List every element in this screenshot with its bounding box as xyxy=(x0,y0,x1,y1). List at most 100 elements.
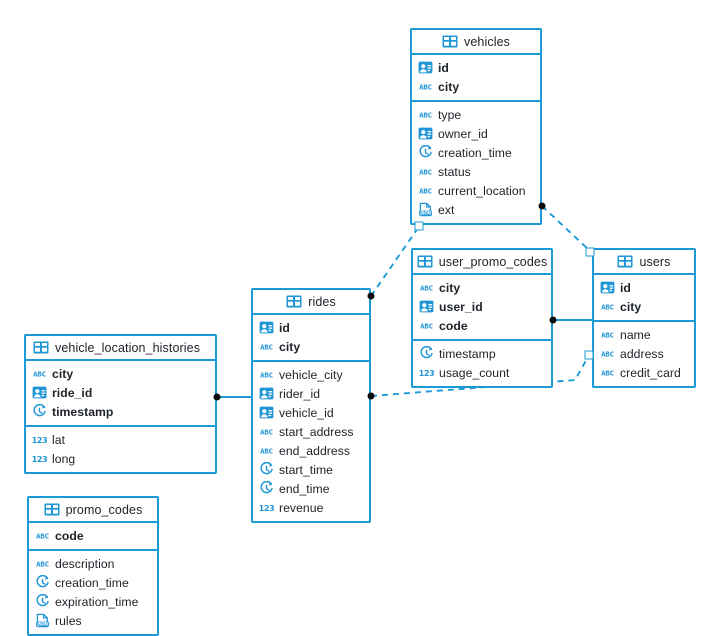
edge-endpoint-dot xyxy=(213,393,221,401)
edge-endpoint-square xyxy=(585,247,595,257)
person-badge-icon xyxy=(419,299,434,314)
field-row[interactable]: creation_time xyxy=(412,143,540,162)
svg-text:ABC: ABC xyxy=(419,187,432,196)
clock-icon xyxy=(419,346,434,361)
person-badge-icon xyxy=(600,280,615,295)
123-icon: 123 xyxy=(259,500,274,515)
svg-text:ABC: ABC xyxy=(33,370,46,379)
abc-icon: ABC xyxy=(600,327,615,342)
field-name: end_address xyxy=(279,443,351,458)
table-header[interactable]: vehicles xyxy=(412,30,540,55)
svg-text:ABC: ABC xyxy=(260,447,273,456)
field-row[interactable]: end_time xyxy=(253,479,369,498)
field-row[interactable]: id xyxy=(412,58,540,77)
edge-endpoint-square xyxy=(414,221,424,231)
svg-text:ABC: ABC xyxy=(420,322,433,331)
field-name: rules xyxy=(55,613,82,628)
field-name: id xyxy=(620,280,631,295)
field-name: current_location xyxy=(438,183,526,198)
edge-vehicles-users[interactable] xyxy=(541,205,590,251)
field-name: usage_count xyxy=(439,365,510,380)
field-row[interactable]: id xyxy=(253,318,369,337)
field-row[interactable]: ride_id xyxy=(26,383,215,402)
table-title: rides xyxy=(308,294,336,309)
table-header[interactable]: rides xyxy=(253,290,369,315)
field-row[interactable]: creation_time xyxy=(29,573,157,592)
field-row[interactable]: start_time xyxy=(253,460,369,479)
table-header[interactable]: user_promo_codes xyxy=(413,250,551,275)
edge-endpoint-square xyxy=(584,350,594,360)
abc-icon: ABC xyxy=(419,318,434,333)
field-name: timestamp xyxy=(439,346,496,361)
table-title: vehicles xyxy=(464,34,510,49)
field-row[interactable]: 123 usage_count xyxy=(413,363,551,382)
table-header[interactable]: users xyxy=(594,250,694,275)
field-name: start_time xyxy=(279,462,334,477)
field-row[interactable]: id xyxy=(594,278,694,297)
abc-icon: ABC xyxy=(419,280,434,295)
field-row[interactable]: user_id xyxy=(413,297,551,316)
field-name: city xyxy=(438,79,460,94)
field-row[interactable]: 123 revenue xyxy=(253,498,369,517)
abc-icon: ABC xyxy=(259,443,274,458)
field-row[interactable]: ABC current_location xyxy=(412,181,540,200)
svg-text:123: 123 xyxy=(32,455,47,464)
field-row[interactable]: JSON rules xyxy=(29,611,157,630)
table-header[interactable]: promo_codes xyxy=(29,498,157,523)
field-row[interactable]: owner_id xyxy=(412,124,540,143)
svg-text:123: 123 xyxy=(419,369,434,378)
field-row[interactable]: vehicle_id xyxy=(253,403,369,422)
table-icon xyxy=(286,295,302,308)
person-badge-icon xyxy=(259,320,274,335)
field-row[interactable]: timestamp xyxy=(26,402,215,421)
field-row[interactable]: timestamp xyxy=(413,344,551,363)
field-name: vehicle_id xyxy=(279,405,334,420)
person-badge-icon xyxy=(418,126,433,141)
field-row[interactable]: ABC end_address xyxy=(253,441,369,460)
clock-icon xyxy=(35,594,50,609)
abc-icon: ABC xyxy=(259,339,274,354)
table-icon xyxy=(417,255,433,268)
field-row[interactable]: rider_id xyxy=(253,384,369,403)
field-name: revenue xyxy=(279,500,324,515)
svg-text:123: 123 xyxy=(259,504,274,513)
svg-text:ABC: ABC xyxy=(36,532,49,541)
svg-text:ABC: ABC xyxy=(601,303,614,312)
table-icon xyxy=(44,503,60,516)
table-header[interactable]: vehicle_location_histories xyxy=(26,336,215,361)
table-title: promo_codes xyxy=(65,502,143,517)
svg-text:ABC: ABC xyxy=(260,428,273,437)
svg-text:JSON: JSON xyxy=(36,622,48,627)
field-row[interactable]: expiration_time xyxy=(29,592,157,611)
svg-text:JSON: JSON xyxy=(419,211,431,216)
